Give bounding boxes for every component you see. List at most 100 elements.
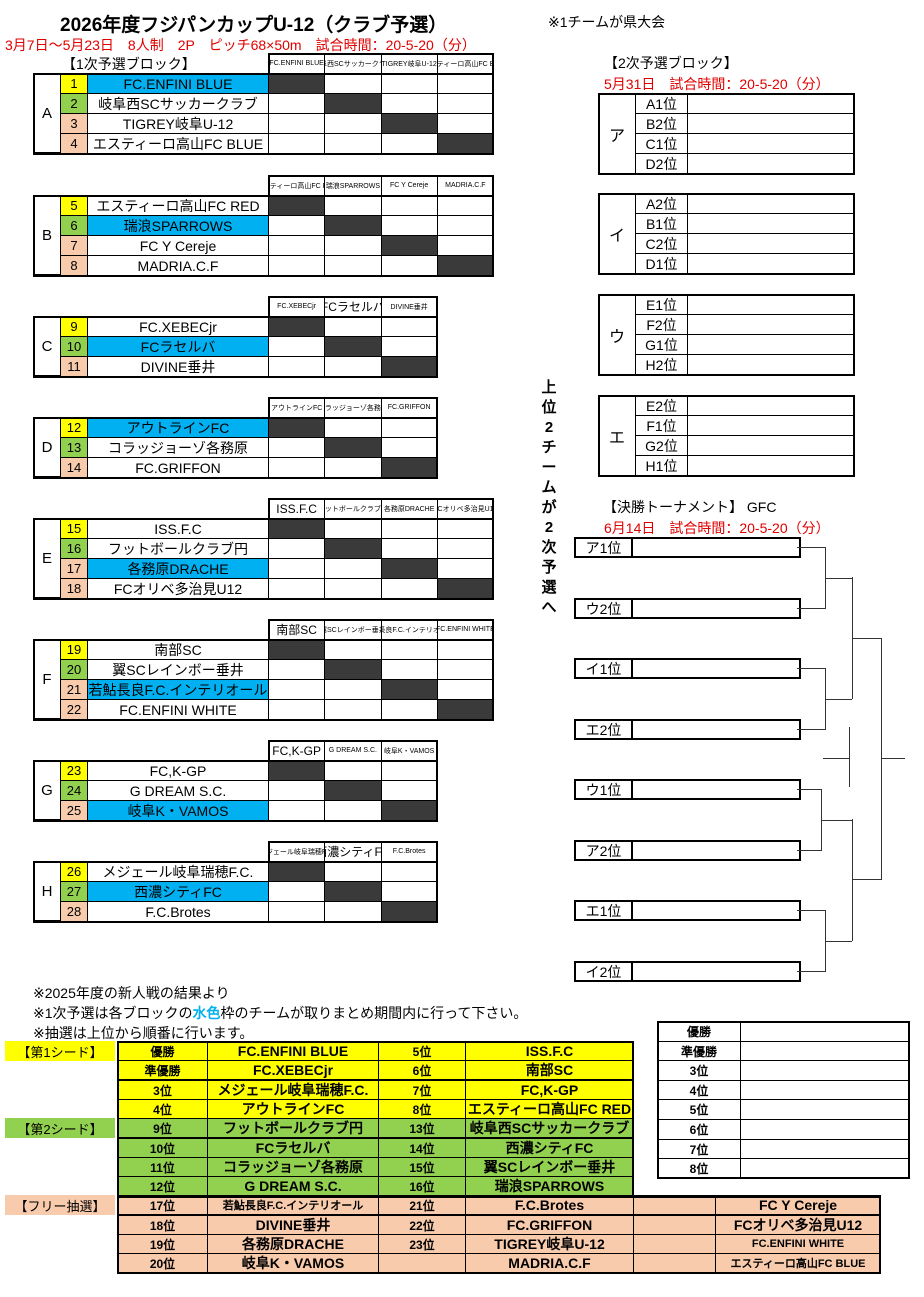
result-team-field[interactable] xyxy=(740,1041,910,1062)
result-team-field[interactable] xyxy=(740,1119,910,1140)
slot-team-field[interactable] xyxy=(687,395,855,416)
result-cell[interactable] xyxy=(380,336,438,357)
result-cell[interactable] xyxy=(324,73,382,94)
final-team-field[interactable] xyxy=(631,598,801,619)
result-cell[interactable] xyxy=(380,760,438,781)
result-cell[interactable] xyxy=(436,659,494,680)
result-cell[interactable] xyxy=(380,195,438,216)
result-cell[interactable] xyxy=(436,215,494,236)
result-cell[interactable] xyxy=(436,73,494,94)
result-team-field[interactable] xyxy=(740,1021,910,1042)
final-team-field[interactable] xyxy=(631,900,801,921)
result-cell[interactable] xyxy=(268,457,326,478)
result-cell[interactable] xyxy=(268,215,326,236)
result-cell[interactable] xyxy=(268,235,326,256)
result-cell[interactable] xyxy=(268,578,326,599)
result-cell[interactable] xyxy=(324,255,382,276)
result-cell[interactable] xyxy=(268,780,326,801)
result-cell[interactable] xyxy=(380,881,438,902)
final-team-field[interactable] xyxy=(631,840,801,861)
result-team-field[interactable] xyxy=(740,1080,910,1101)
result-team-field[interactable] xyxy=(740,1158,910,1179)
result-cell[interactable] xyxy=(268,699,326,720)
slot-team-field[interactable] xyxy=(687,233,855,254)
result-cell[interactable] xyxy=(324,235,382,256)
result-cell[interactable] xyxy=(268,336,326,357)
result-cell[interactable] xyxy=(268,356,326,377)
slot-team-field[interactable] xyxy=(687,213,855,234)
result-cell[interactable] xyxy=(268,113,326,134)
slot-team-field[interactable] xyxy=(687,415,855,436)
result-cell[interactable] xyxy=(324,195,382,216)
result-cell[interactable] xyxy=(380,215,438,236)
slot-team-field[interactable] xyxy=(687,455,855,476)
slot-team-field[interactable] xyxy=(687,193,855,214)
result-cell[interactable] xyxy=(380,133,438,154)
result-cell[interactable] xyxy=(380,437,438,458)
result-cell[interactable] xyxy=(436,679,494,700)
result-cell[interactable] xyxy=(380,316,438,337)
slot-team-field[interactable] xyxy=(687,113,855,134)
result-team-field[interactable] xyxy=(740,1060,910,1081)
result-cell[interactable] xyxy=(436,235,494,256)
result-cell[interactable] xyxy=(380,518,438,539)
result-cell[interactable] xyxy=(324,679,382,700)
result-cell[interactable] xyxy=(268,437,326,458)
result-cell[interactable] xyxy=(268,558,326,579)
result-cell[interactable] xyxy=(380,639,438,660)
slot-team-field[interactable] xyxy=(687,93,855,114)
final-team-field[interactable] xyxy=(631,658,801,679)
result-cell[interactable] xyxy=(380,578,438,599)
slot-team-field[interactable] xyxy=(687,314,855,335)
result-cell[interactable] xyxy=(268,93,326,114)
result-cell[interactable] xyxy=(324,699,382,720)
result-cell[interactable] xyxy=(324,901,382,922)
slot-team-field[interactable] xyxy=(687,354,855,375)
result-cell[interactable] xyxy=(380,417,438,438)
result-cell[interactable] xyxy=(324,760,382,781)
result-cell[interactable] xyxy=(436,558,494,579)
slot-team-field[interactable] xyxy=(687,435,855,456)
result-cell[interactable] xyxy=(268,659,326,680)
result-cell[interactable] xyxy=(268,800,326,821)
result-cell[interactable] xyxy=(380,255,438,276)
result-cell[interactable] xyxy=(436,518,494,539)
result-cell[interactable] xyxy=(324,558,382,579)
result-cell[interactable] xyxy=(324,356,382,377)
result-cell[interactable] xyxy=(436,639,494,660)
result-cell[interactable] xyxy=(324,417,382,438)
final-team-field[interactable] xyxy=(631,779,801,800)
result-cell[interactable] xyxy=(380,73,438,94)
result-cell[interactable] xyxy=(268,538,326,559)
result-cell[interactable] xyxy=(324,518,382,539)
result-cell[interactable] xyxy=(380,93,438,114)
final-team-field[interactable] xyxy=(631,961,801,982)
result-cell[interactable] xyxy=(436,538,494,559)
slot-team-field[interactable] xyxy=(687,153,855,174)
slot-team-field[interactable] xyxy=(687,294,855,315)
result-cell[interactable] xyxy=(380,780,438,801)
result-cell[interactable] xyxy=(324,861,382,882)
result-cell[interactable] xyxy=(268,901,326,922)
result-cell[interactable] xyxy=(324,800,382,821)
result-cell[interactable] xyxy=(436,93,494,114)
result-cell[interactable] xyxy=(268,881,326,902)
result-cell[interactable] xyxy=(324,133,382,154)
result-team-field[interactable] xyxy=(740,1139,910,1160)
result-cell[interactable] xyxy=(324,639,382,660)
result-team-field[interactable] xyxy=(740,1099,910,1120)
final-team-field[interactable] xyxy=(631,719,801,740)
slot-team-field[interactable] xyxy=(687,334,855,355)
result-cell[interactable] xyxy=(380,699,438,720)
final-team-field[interactable] xyxy=(631,537,801,558)
result-cell[interactable] xyxy=(436,113,494,134)
slot-team-field[interactable] xyxy=(687,133,855,154)
result-cell[interactable] xyxy=(324,316,382,337)
result-cell[interactable] xyxy=(268,255,326,276)
slot-team-field[interactable] xyxy=(687,253,855,274)
result-cell[interactable] xyxy=(268,679,326,700)
result-cell[interactable] xyxy=(324,578,382,599)
result-cell[interactable] xyxy=(436,195,494,216)
result-cell[interactable] xyxy=(324,113,382,134)
result-cell[interactable] xyxy=(268,133,326,154)
